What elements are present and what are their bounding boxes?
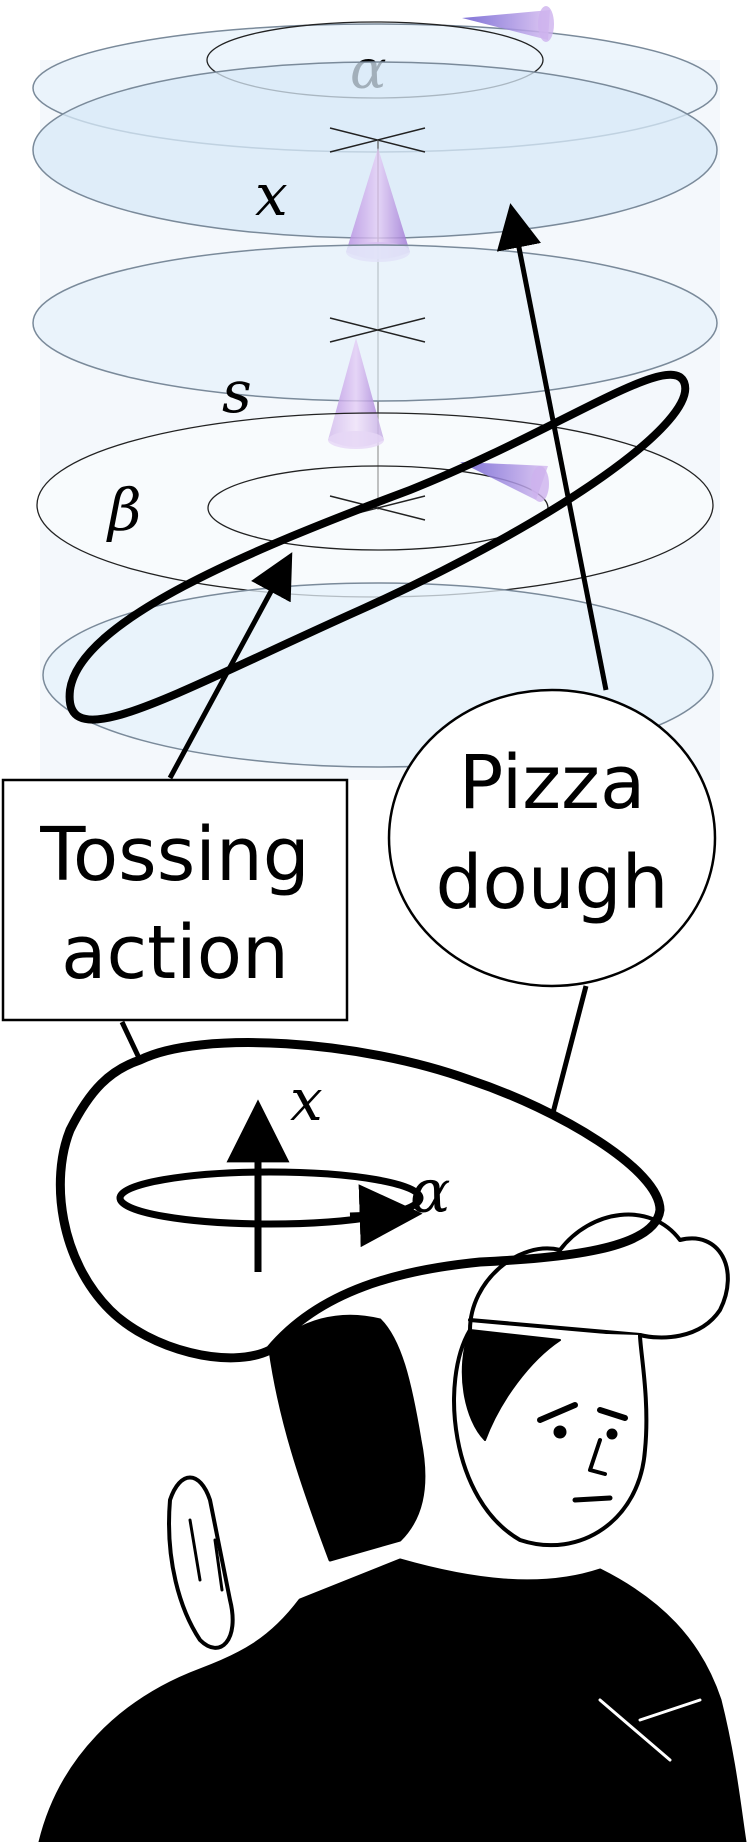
chef-hat xyxy=(468,1212,730,1340)
pizza-dough-blob xyxy=(55,1038,665,1363)
tossing-label-line1: Tossing xyxy=(39,812,309,898)
x-symbol-top: x xyxy=(255,161,288,229)
pizza-label-line2: dough xyxy=(435,840,668,926)
cone-icon xyxy=(460,462,548,500)
arrow-icon xyxy=(167,552,293,780)
beta-symbol: β xyxy=(106,476,142,544)
disc-layer-s: s xyxy=(32,244,718,426)
cone-icon xyxy=(462,10,550,40)
pizza-dough-bubble: Pizza dough xyxy=(387,688,717,988)
pizza-label-line1: Pizza xyxy=(459,740,646,826)
chef-illustration xyxy=(38,1038,747,1844)
x-symbol-chef: x xyxy=(290,1066,323,1134)
chef-rotation-symbol: x α xyxy=(116,1066,451,1272)
chef-arm xyxy=(268,1314,426,1562)
chef-hand xyxy=(167,1475,235,1650)
tossing-action-box: Tossing action xyxy=(1,778,349,1022)
arrow-icon xyxy=(496,203,609,691)
cone-icon xyxy=(328,338,384,449)
crosshair-s xyxy=(329,317,426,343)
tossing-label-line2: action xyxy=(61,910,289,996)
arrow-icon xyxy=(349,1184,423,1248)
s-symbol: s xyxy=(222,358,252,426)
alpha-symbol-chef: α xyxy=(410,1157,451,1227)
chef-body xyxy=(38,1558,747,1844)
tossing-loop xyxy=(65,370,690,724)
